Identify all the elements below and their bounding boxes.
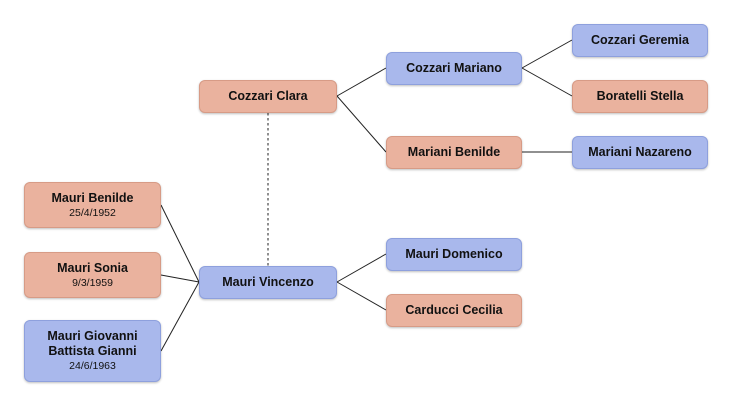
person-node-cozzari-clara[interactable]: Cozzari Clara — [199, 80, 337, 113]
person-node-cozzari-geremia[interactable]: Cozzari Geremia — [572, 24, 708, 57]
person-node-mauri-vincenzo[interactable]: Mauri Vincenzo — [199, 266, 337, 299]
person-node-mauri-benilde[interactable]: Mauri Benilde 25/4/1952 — [24, 182, 161, 228]
person-node-mariani-nazareno[interactable]: Mariani Nazareno — [572, 136, 708, 169]
link-vincenzo-domenico — [336, 253, 387, 283]
person-node-mauri-sonia[interactable]: Mauri Sonia 9/3/1959 — [24, 252, 161, 298]
link-sonia-vincenzo — [160, 274, 200, 283]
person-name: Mauri Vincenzo — [222, 275, 314, 289]
person-birth-date: 9/3/1959 — [72, 276, 113, 289]
link-clara-benilde-mariani — [336, 95, 387, 153]
person-name: Mariani Benilde — [407, 145, 501, 159]
person-birth-date: 25/4/1952 — [69, 206, 116, 219]
person-node-mauri-domenico[interactable]: Mauri Domenico — [386, 238, 522, 271]
person-node-mariani-benilde[interactable]: Mariani Benilde — [386, 136, 522, 169]
link-benilde-vincenzo — [160, 204, 200, 283]
link-vincenzo-cecilia — [336, 281, 387, 311]
link-mariano-geremia — [521, 39, 573, 69]
person-name-line2: Battista Gianni — [48, 344, 137, 358]
person-name: Cozzari Geremia — [591, 33, 689, 47]
person-name: Cozzari Mariano — [406, 61, 502, 75]
person-name: Boratelli Stella — [596, 89, 684, 103]
person-node-mauri-giovanni[interactable]: Mauri Giovanni Battista Gianni 24/6/1963 — [24, 320, 161, 382]
person-name: Carducci Cecilia — [405, 303, 503, 317]
person-node-boratelli-stella[interactable]: Boratelli Stella — [572, 80, 708, 113]
link-giovanni-vincenzo — [160, 281, 200, 352]
person-name: Mauri Domenico — [405, 247, 503, 261]
person-birth-date: 24/6/1963 — [69, 360, 116, 372]
person-name: Mariani Nazareno — [588, 145, 692, 159]
person-node-cozzari-mariano[interactable]: Cozzari Mariano — [386, 52, 522, 85]
person-name-line1: Mauri Giovanni — [47, 329, 138, 343]
link-mariano-stella — [521, 67, 573, 97]
person-name: Cozzari Clara — [228, 89, 308, 103]
link-clara-mariano — [336, 67, 387, 97]
person-node-carducci-cecilia[interactable]: Carducci Cecilia — [386, 294, 522, 327]
person-name: Mauri Sonia — [57, 260, 128, 275]
person-name: Mauri Benilde — [51, 190, 134, 205]
